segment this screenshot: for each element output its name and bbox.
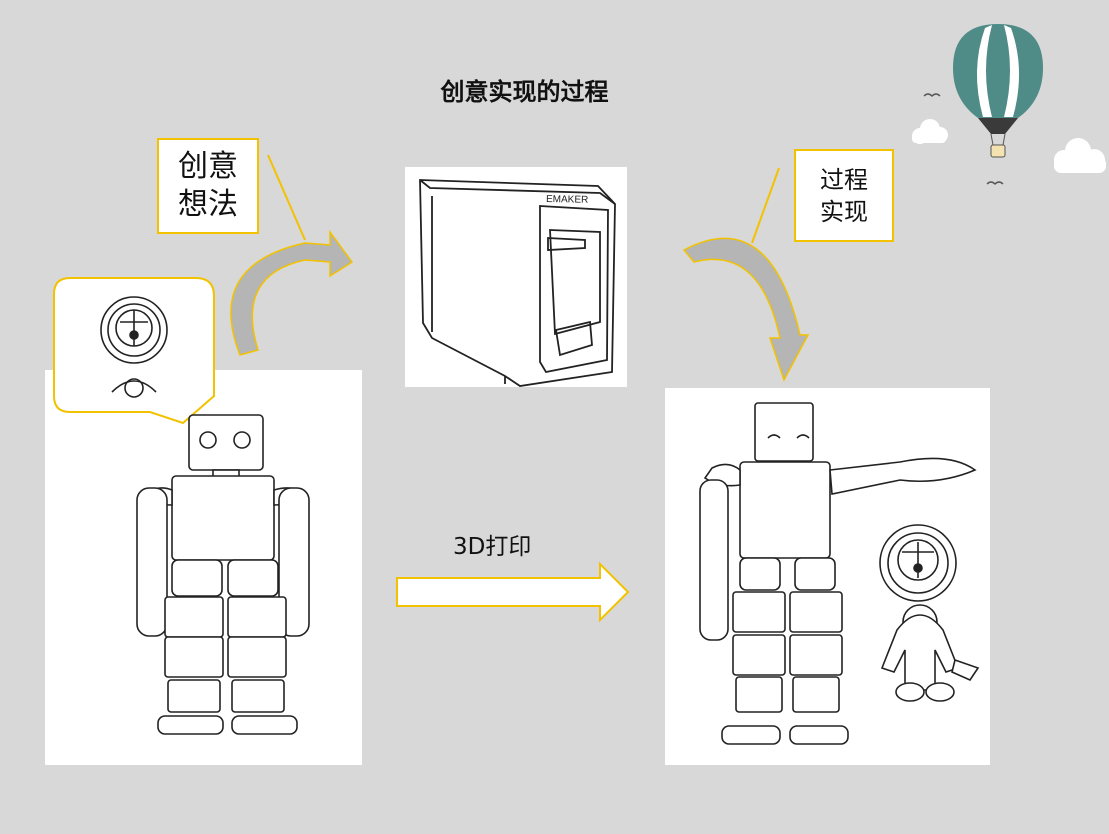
printer-panel [405,167,627,387]
print-arrow [396,561,630,623]
idea-callout: 创意 想法 [157,138,259,234]
print-label: 3D打印 [453,534,532,560]
bird-icon [923,93,941,97]
bird-icon-2 [986,181,1004,185]
robot-right-icon [699,402,977,745]
small-robot-icon [879,524,980,702]
cloud-icon [912,119,948,144]
hot-air-balloon-icon [953,24,1043,158]
robot-left-icon [136,414,310,735]
printer-brand-label: EMAKER [546,194,588,206]
process-connector-line [751,167,780,244]
cloud-icon-right [1054,138,1106,173]
page-title: 创意实现的过程 [440,78,609,106]
curved-arrow-left [230,229,354,356]
head-sketch-icon [100,296,168,398]
3d-printer-icon [419,179,616,387]
process-callout: 过程 实现 [794,149,894,242]
idea-connector-line [267,154,306,241]
curved-arrow-right [682,237,810,382]
